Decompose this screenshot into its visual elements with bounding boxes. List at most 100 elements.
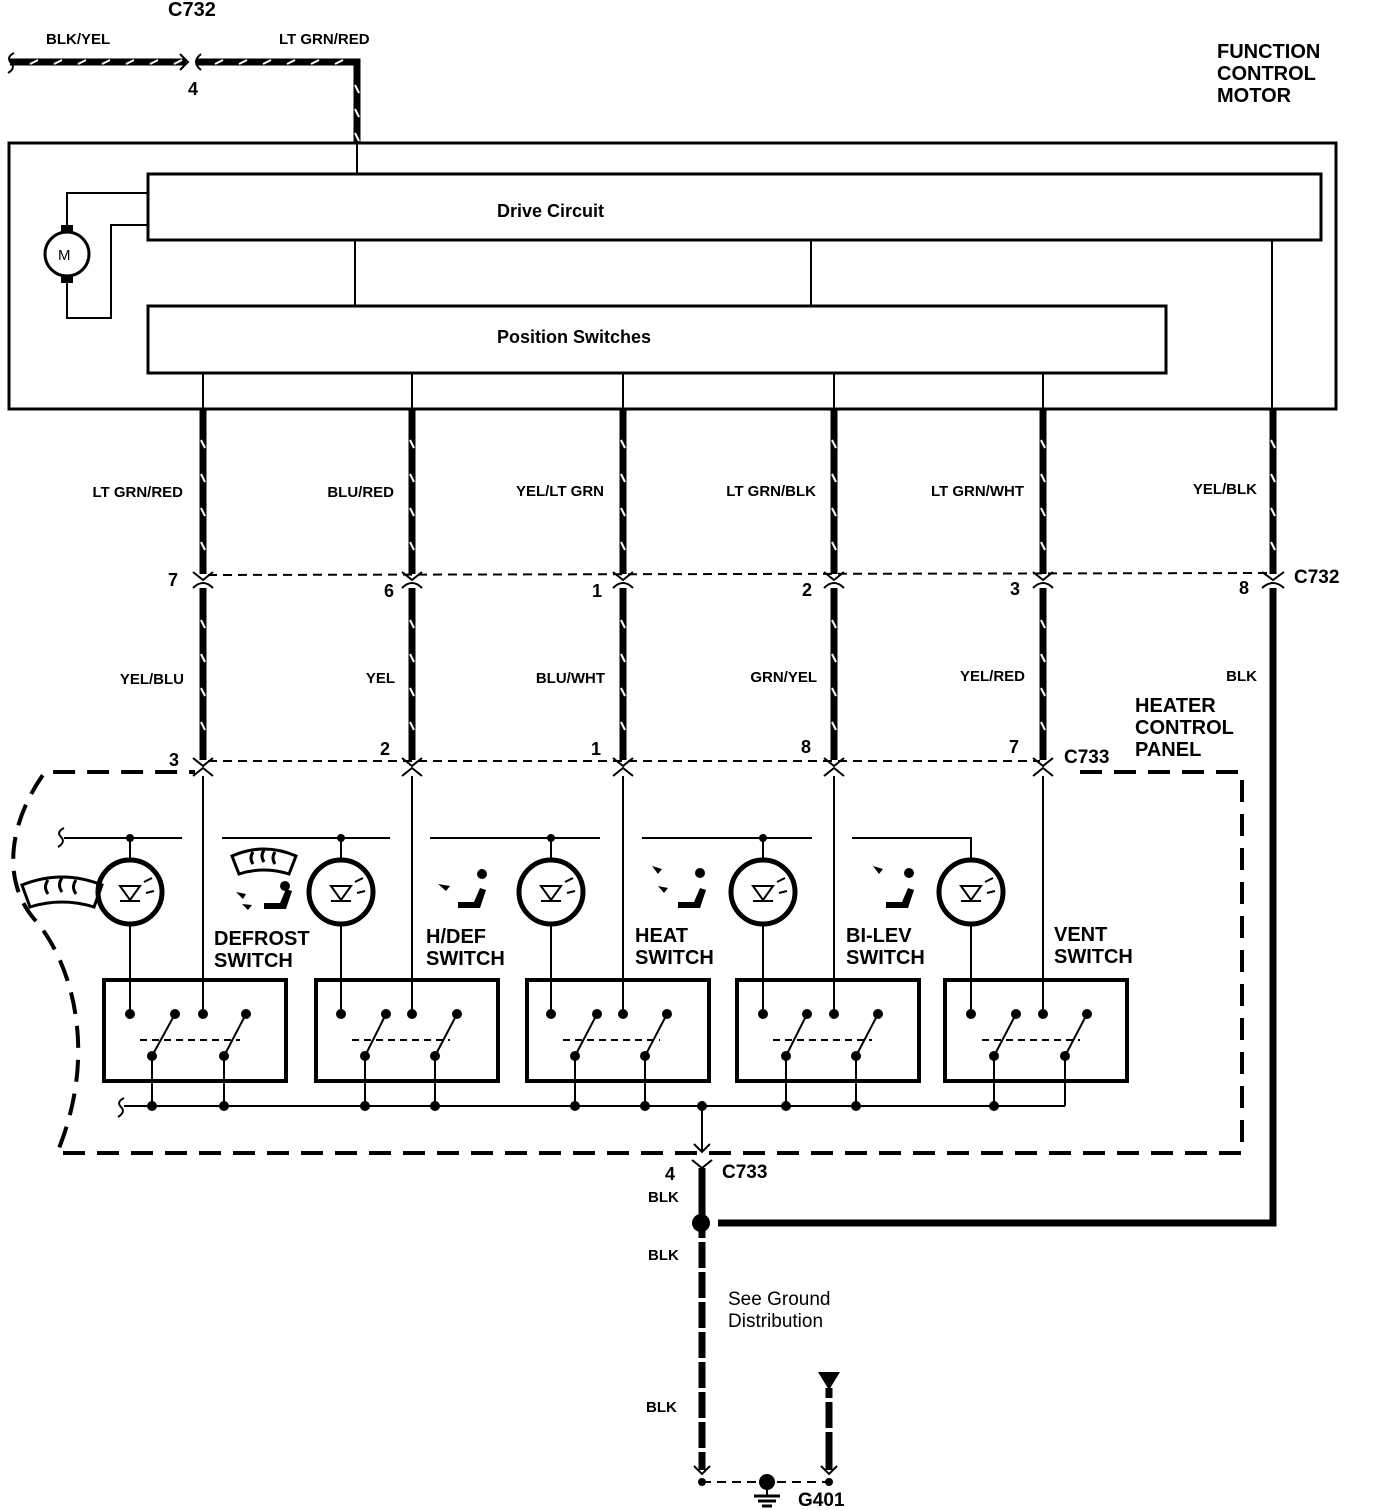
motor-symbol-label: M [58,247,71,264]
position-switches-label: Position Switches [497,327,651,347]
wire-upper-label-3: YEL/LT GRN [516,483,604,500]
wire-tracer [1040,619,1046,629]
wire-tracer [1270,473,1276,483]
wire-tracer [200,541,206,551]
wire-tracer [409,687,415,697]
wire-upper-label-4: LT GRN/BLK [726,483,816,500]
ground-icon [754,1474,780,1508]
switch-label-vent-line-2: SWITCH [1054,946,1133,968]
wire-tracer [831,507,837,517]
c733-pin-2: 2 [380,739,390,759]
air-flow-icon [236,866,914,910]
wire-tracer [620,619,626,629]
wire-tracer [77,59,87,65]
wire-tracer [1040,439,1046,449]
c732-dashed-line [207,572,1269,576]
motor-lead-upper [66,192,148,225]
wire-tracer [1270,507,1276,517]
top-connector-name: C732 [168,0,216,21]
wire-tracer [101,59,111,65]
wire-tracer [354,132,360,142]
function-control-motor: FUNCTION CONTROL MOTOR Drive Circuit Pos… [7,41,1338,411]
lamp-icon [306,857,376,927]
wire-lower-label-1: YEL/BLU [120,671,184,688]
wire-tracer [200,439,206,449]
wire-lower-label-3: BLU/WHT [536,670,605,687]
ground-terminal-dot [825,1478,833,1486]
wire-tracer [200,721,206,731]
wire-tracer [831,473,837,483]
wire-tracer [214,59,224,65]
switch-label-vent-line-1: VENT [1054,924,1107,946]
switch-label-hdef-line-1: H/DEF [426,926,486,948]
wire-tracer [1040,687,1046,697]
junction-dot [547,834,555,842]
ground-bus-dots [147,1101,999,1111]
wire-tracer [1270,541,1276,551]
c732-pin-2: 6 [384,581,394,601]
heater-control-panel: HEATER CONTROL PANEL [11,695,1244,1155]
top-right-wire-label: LT GRN/RED [279,31,370,48]
motor-title-line-2: CONTROL [1217,63,1316,85]
wire-tracer [409,473,415,483]
wire-tracer [200,473,206,483]
c733-pin-5: 7 [1009,737,1019,757]
ground-feed-icon [117,1097,125,1118]
wire-lower-label-2: YEL [366,670,395,687]
ground-terminal-icons [693,1465,838,1476]
top-left-wire-label: BLK/YEL [46,31,110,48]
panel-title-line-1: HEATER [1135,695,1216,717]
c733-connector-icons [192,757,1054,777]
wire-tracer [831,439,837,449]
wire-tracer [831,619,837,629]
c732-pin-1: 7 [168,570,178,590]
wire-tracer [1040,653,1046,663]
wire-upper-label-6: YEL/BLK [1193,481,1257,498]
wire-tracer [1040,507,1046,517]
illumination-bus [64,837,972,860]
wire-tracer [1040,473,1046,483]
wire-tracer [262,59,272,65]
wire-tracer [409,721,415,731]
ground-wire-label-2: BLK [648,1247,679,1264]
c733-pin-4: 8 [801,737,811,757]
wire-tracer [53,59,63,65]
switch-label-defrost-line-2: SWITCH [214,950,293,972]
lamp-icon [516,857,586,927]
wire-tracer [620,721,626,731]
wire-tracer [1040,541,1046,551]
wire-tracer [620,541,626,551]
wire-tracer [1040,721,1046,731]
wire-tracer [409,439,415,449]
c732-pin-3: 1 [592,581,602,601]
wire-tracer [620,653,626,663]
panel-boundary [11,770,1244,1155]
wire-tracer [354,84,360,94]
c732-connector: 7 6 1 2 3 8 C732 [168,567,1339,601]
wire-upper-label-5: LT GRN/WHT [931,483,1024,500]
wire-tracer [620,439,626,449]
switch-label-bilev-line-1: BI-LEV [846,925,912,947]
switch-label-heat-line-1: HEAT [635,925,688,947]
wire-upper-label-2: BLU/RED [327,484,394,501]
c733-connector: 3 2 1 8 7 C733 [169,737,1109,777]
wire-tracer [831,541,837,551]
c732-connector-icons [192,571,1285,589]
wire-tracer [200,687,206,697]
wire-tracer [200,619,206,629]
defrost-icon [20,875,104,909]
lamp-icon [936,857,1006,927]
wire-tracer [831,721,837,731]
switch-label-hdef-line-2: SWITCH [426,948,505,970]
ground-section: 4 C733 BLK BLK BLK See Ground Distributi… [646,1159,845,1510]
wire-tracer [354,108,360,118]
lamp-icon [95,857,165,927]
drive-circuit-label: Drive Circuit [497,201,604,221]
wire-tracer [409,507,415,517]
wire-tracer [200,507,206,517]
ground-connector-name: C733 [722,1162,767,1183]
switch-icon [125,1009,1092,1061]
wire-lt-grn-red-top [196,58,361,143]
motor-lead-lower [66,224,148,319]
